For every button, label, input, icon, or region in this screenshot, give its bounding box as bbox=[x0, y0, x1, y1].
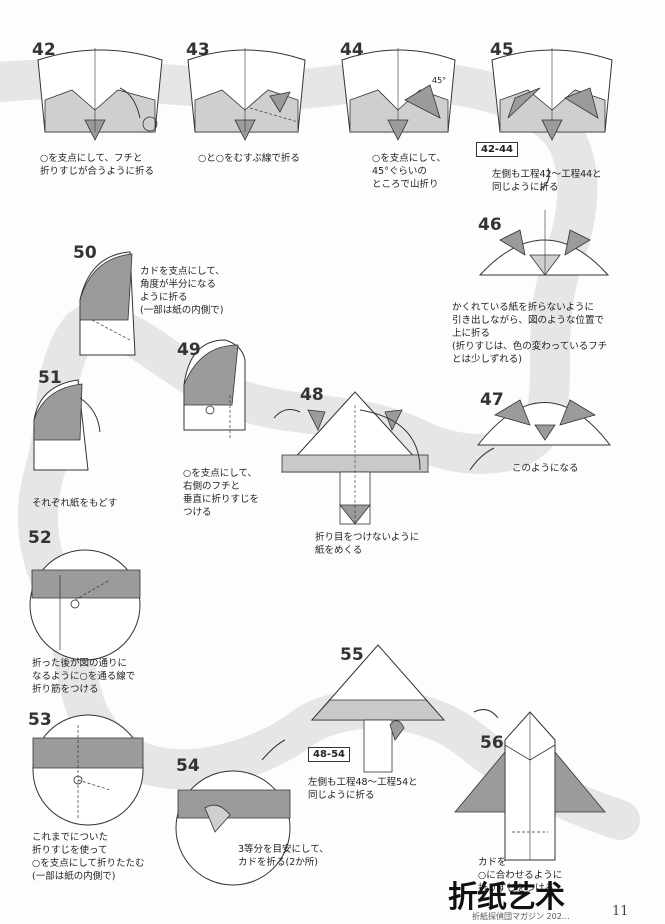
watermark-logo: 折纸艺术 bbox=[448, 880, 565, 915]
page-number: 11 bbox=[612, 904, 629, 919]
step-number: 49 bbox=[177, 340, 201, 360]
step-number: 43 bbox=[186, 40, 210, 60]
step-caption: 折り目をつけないように 紙をめくる bbox=[315, 532, 420, 556]
step55-diagram bbox=[310, 644, 499, 773]
angle-label: 45° bbox=[432, 76, 447, 85]
reference-tag: 42-44 bbox=[476, 142, 518, 157]
magazine-footer: 折紙探偵団マガジン 202… bbox=[472, 912, 570, 921]
step-number: 48 bbox=[300, 385, 324, 405]
step-caption: 左側も工程48〜工程54と 同じように折る bbox=[308, 777, 418, 801]
step43-diagram bbox=[187, 48, 306, 141]
step-caption: ○を支点にして、 右側のフチと 垂直に折りすじを つける bbox=[183, 468, 260, 518]
step-number: 56 bbox=[480, 733, 504, 753]
step54-diagram bbox=[175, 739, 291, 886]
step-number: 42 bbox=[32, 40, 56, 60]
step-caption: 左側も工程42〜工程44と 同じように折る bbox=[492, 169, 602, 193]
step-caption: このようになる bbox=[512, 463, 579, 474]
step53-diagram bbox=[32, 714, 144, 826]
step51-diagram bbox=[33, 379, 101, 471]
step-number: 44 bbox=[340, 40, 364, 60]
step-caption: カドを ○に合わせるように 折りすじをつける bbox=[478, 857, 563, 894]
step-caption: それぞれ紙をもどす bbox=[32, 498, 118, 509]
step-number: 51 bbox=[38, 368, 62, 388]
step-number: 47 bbox=[480, 390, 504, 410]
step42-diagram bbox=[37, 48, 163, 141]
step-caption: ○と○をむすぶ線で折る bbox=[198, 153, 300, 164]
step-caption: 3等分を目安にして、 カドを折る(2か所) bbox=[238, 844, 329, 868]
step47-diagram bbox=[469, 399, 612, 471]
step-number: 50 bbox=[73, 243, 97, 263]
reference-tag: 48-54 bbox=[308, 747, 350, 762]
step-caption: ○を支点にして、フチと 折りすじが合うように折る bbox=[40, 153, 155, 177]
step49-diagram bbox=[183, 339, 246, 440]
step-caption: ○を支点にして、 45°ぐらいの ところで山折り bbox=[372, 153, 447, 190]
step-caption: 折った後が図の通りに なるように○を通る線で 折り筋をつける bbox=[32, 658, 136, 695]
step-number: 52 bbox=[28, 528, 52, 548]
step50-diagram bbox=[79, 251, 136, 356]
step45-diagram bbox=[491, 48, 613, 191]
step52-diagram bbox=[29, 549, 141, 661]
step-number: 53 bbox=[28, 710, 52, 730]
step-caption: かくれている紙を折らないように 引き出しながら、図のような位置で 上に折る (折… bbox=[452, 302, 608, 365]
step-number: 54 bbox=[176, 756, 200, 776]
step-number: 46 bbox=[478, 215, 502, 235]
step-number: 55 bbox=[340, 645, 364, 665]
step-caption: これまでについた 折りすじを使って ○を支点にして折りたたむ (一部は紙の内側で… bbox=[32, 832, 145, 882]
step48-diagram bbox=[273, 391, 430, 525]
step46-diagram bbox=[478, 210, 610, 276]
step44-diagram bbox=[341, 48, 456, 141]
step56-diagram bbox=[454, 711, 606, 861]
step-number: 45 bbox=[490, 40, 514, 60]
step-caption: カドを支点にして、 角度が半分になる ように折る (一部は紙の内側で) bbox=[140, 266, 225, 316]
